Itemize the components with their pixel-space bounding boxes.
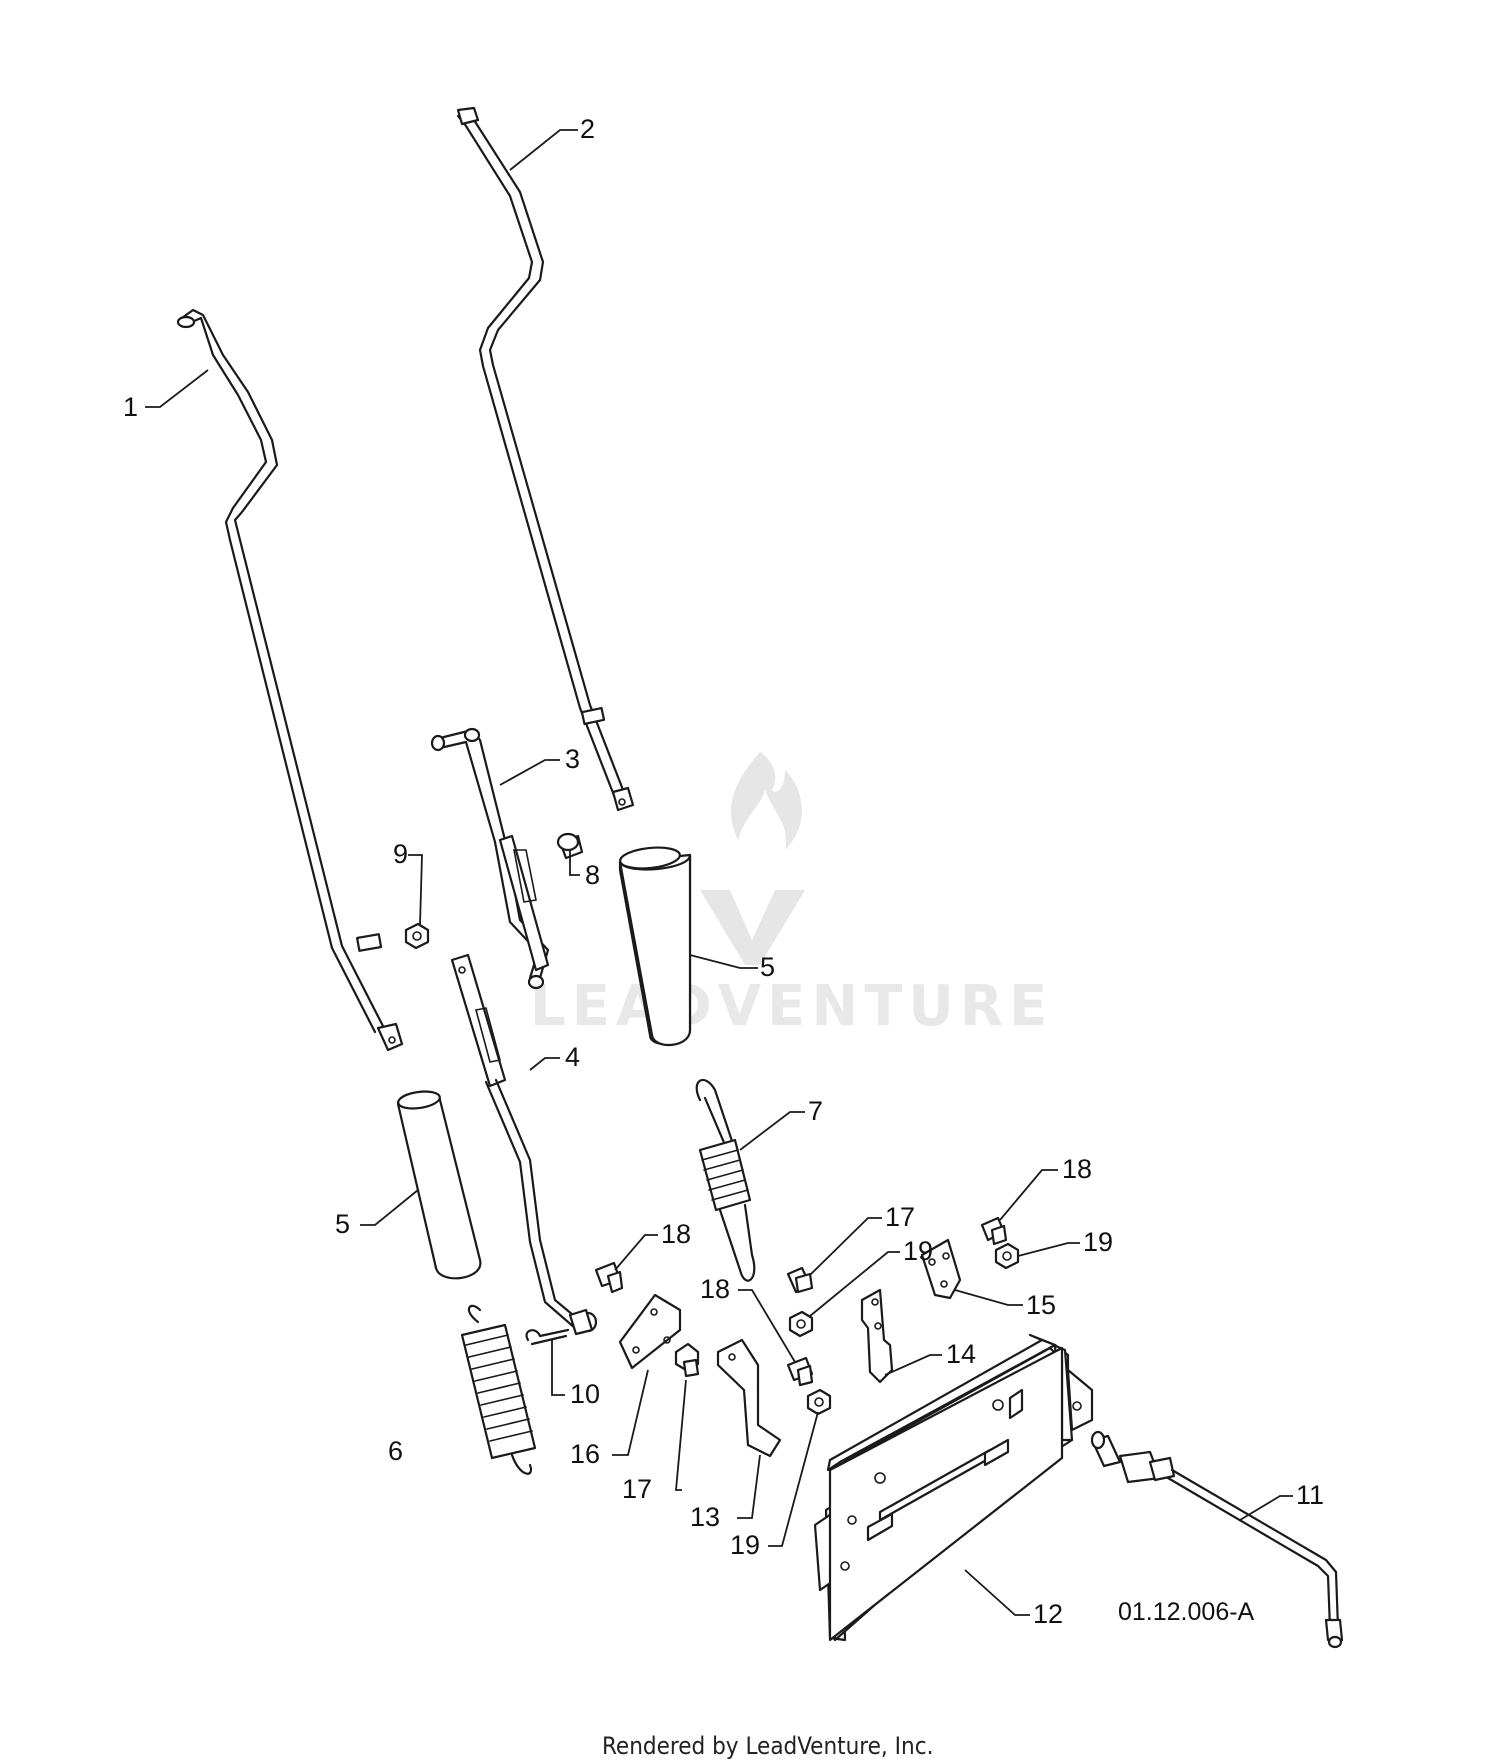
callout-11: 11 [1296,1480,1324,1510]
part-13-bracket [716,1338,782,1458]
part-12-plate [813,1333,1094,1642]
leader-lines [145,129,1293,1616]
part-19-nut-low [806,1388,832,1416]
part-5-grip-upper [618,846,692,1047]
callout-14: 14 [946,1339,976,1369]
part-3-link [430,727,550,990]
callout-18-left: 18 [661,1219,691,1249]
part-7-spring [695,1078,756,1282]
part-8-pin [556,832,584,860]
callout-17-right: 17 [885,1202,915,1232]
part-18-bolt-left [594,1261,624,1294]
callout-12: 12 [1033,1599,1063,1629]
callout-13: 13 [690,1502,720,1532]
callout-8: 8 [585,860,600,890]
part-2-rod [456,106,635,812]
callout-16: 16 [570,1439,600,1469]
part-17-bolt-right [786,1266,814,1294]
callout-2: 2 [580,114,595,144]
part-17-bolt-left [674,1342,700,1378]
diagram-reference-code: 01.12.006-A [1118,1598,1255,1626]
callout-4: 4 [565,1042,580,1072]
callouts: 1 2 3 4 5 5 6 7 8 9 10 11 12 13 14 15 16… [123,114,1324,1629]
part-5-grip-lower [396,1090,482,1280]
part-15-plate [920,1238,962,1300]
callout-19-right: 19 [1083,1227,1113,1257]
part-19-nut-top [994,1242,1020,1270]
callout-19-low: 19 [730,1530,760,1560]
part-18-bolt-right [980,1216,1008,1246]
callout-18-mid: 18 [700,1274,730,1304]
callout-1: 1 [123,392,138,422]
part-1-rod [176,308,404,1052]
part-14-bracket [860,1288,894,1384]
callout-7: 7 [808,1096,823,1126]
callout-5-upper: 5 [760,952,775,982]
watermark-text: LEADVENTURE [530,974,1053,1039]
callout-19-mid: 19 [903,1236,933,1266]
callout-17-left: 17 [622,1474,652,1504]
part-10-cotter-pin [525,1328,570,1346]
callout-9: 9 [393,839,408,869]
callout-10: 10 [570,1379,600,1409]
part-18-bolt-mid [786,1356,814,1387]
part-16-plate [618,1293,682,1370]
callout-5-lower: 5 [335,1209,350,1239]
watermark: LEADVENTURE [530,752,1053,1039]
callout-6: 6 [388,1436,403,1466]
part-19-nut-mid [788,1310,814,1338]
part-4-link [450,953,598,1336]
callout-18-right: 18 [1062,1154,1092,1184]
footer-credit: Rendered by LeadVenture, Inc. [602,1732,933,1760]
callout-3: 3 [565,744,580,774]
part-6-spring [460,1304,537,1475]
part-9-nut [404,922,430,950]
callout-15: 15 [1026,1290,1056,1320]
